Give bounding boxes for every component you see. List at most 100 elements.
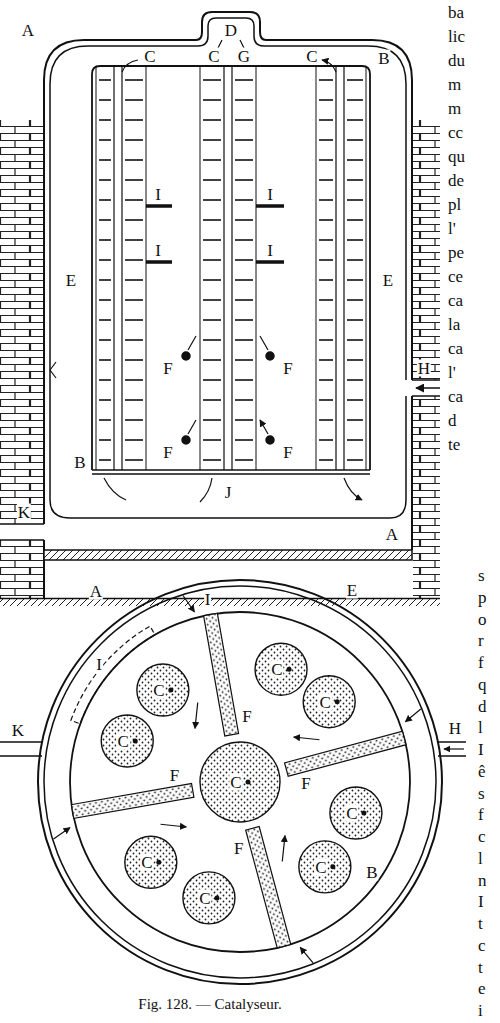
tray-tick <box>347 259 363 261</box>
tray-tick <box>319 139 333 141</box>
tray-tick <box>203 119 221 121</box>
body-text-fragment: l <box>478 849 483 866</box>
tray-tick <box>125 399 143 401</box>
flow-arrow <box>50 362 56 378</box>
callout-letter: E <box>65 272 77 289</box>
tray-tick <box>347 99 363 101</box>
tray-tick <box>319 379 333 381</box>
tray-tick <box>203 299 221 301</box>
tray-tick <box>203 239 221 241</box>
callout-letter: C <box>345 805 358 822</box>
catalyst-tube <box>137 664 189 716</box>
tray-tick <box>347 119 363 121</box>
tray-tick <box>319 419 333 421</box>
body-text-fragment: m <box>448 76 461 93</box>
tray-tick <box>203 459 221 461</box>
tray-tick <box>347 279 363 281</box>
tray-tick <box>347 179 363 181</box>
tray-tick <box>347 399 363 401</box>
figure-caption: Fig. 128. — Catalyseur. <box>138 997 281 1012</box>
chamber-floor <box>92 470 370 474</box>
body-text-fragment: s <box>478 567 485 584</box>
port <box>266 352 274 360</box>
tray-tick <box>235 359 253 361</box>
body-text-fragment: m <box>448 100 461 117</box>
callout-letter: C <box>305 48 318 65</box>
catalyst-column <box>96 66 366 470</box>
tray-tick <box>125 319 143 321</box>
tray-tick <box>319 119 333 121</box>
tray-tick <box>203 259 221 261</box>
body-text-fragment: q <box>478 675 487 692</box>
tray-tick <box>235 259 253 261</box>
tray-tick <box>99 219 111 221</box>
body-text-fragment: ê <box>478 762 486 779</box>
flow-arrow <box>282 836 285 862</box>
tray-tick <box>125 279 143 281</box>
tray-tick <box>99 199 111 201</box>
tray-tick <box>347 199 363 201</box>
tray-tick <box>235 379 253 381</box>
partition-slab <box>285 731 406 776</box>
tray-tick <box>203 99 221 101</box>
body-text-fragment: l <box>478 719 483 736</box>
tray-tick <box>99 419 111 421</box>
tray-tick <box>319 439 333 441</box>
tray-tick <box>319 299 333 301</box>
body-text-fragment: ba <box>448 4 464 21</box>
callout-letter: C <box>152 682 165 699</box>
tray-tick <box>347 219 363 221</box>
body-text-fragment: f <box>478 806 484 823</box>
tube-bore <box>287 667 292 672</box>
body-text-fragment: s <box>478 784 485 801</box>
brick-wall <box>413 120 440 598</box>
partition-slab <box>71 783 194 818</box>
body-text-fragment: qu <box>448 148 465 165</box>
catalyst-tube <box>125 836 177 888</box>
callout-letter: F <box>169 767 180 784</box>
tray-tick <box>235 79 253 81</box>
catalyst-tube <box>101 715 153 767</box>
outer-casing <box>38 580 442 984</box>
callout-letter: H <box>448 720 462 737</box>
flow-arrow <box>300 947 313 962</box>
tray-tick <box>99 319 111 321</box>
ground-line <box>0 598 440 600</box>
tray-tick <box>235 279 253 281</box>
tray-tick <box>235 419 253 421</box>
tray-tick <box>125 359 143 361</box>
callout-letter: F <box>282 444 293 461</box>
callout-letter: I <box>154 242 162 259</box>
callout-letter: C <box>314 858 327 875</box>
tray-tick <box>319 459 333 461</box>
brick-wall <box>0 120 44 598</box>
tray-tick <box>319 79 333 81</box>
chamber-wall <box>92 66 370 470</box>
callout-letter: F <box>300 775 311 792</box>
body-text-fragment: p <box>478 588 487 605</box>
tray-tick <box>203 199 221 201</box>
tray-tick <box>347 339 363 341</box>
flow-arrow <box>195 703 198 729</box>
callout-letter: J <box>224 484 233 501</box>
callout-letter: F <box>282 360 293 377</box>
tray-tick <box>203 219 221 221</box>
tray-tick <box>235 399 253 401</box>
tray-tick <box>125 379 143 381</box>
catalyst-tube <box>183 872 235 924</box>
tube-bore <box>246 780 251 785</box>
tray-tick <box>203 319 221 321</box>
inlet-pipe <box>438 742 466 756</box>
callout-letter: C <box>140 854 153 871</box>
base-slab <box>44 550 412 560</box>
tray-tick <box>235 459 253 461</box>
tray-tick <box>99 179 111 181</box>
tray-tick <box>235 339 253 341</box>
callout-letter: B <box>365 864 378 881</box>
tray-tick <box>235 179 253 181</box>
callout-letter: C <box>270 661 283 678</box>
body-text-fragment: ca <box>448 292 463 309</box>
tray-tick <box>319 399 333 401</box>
